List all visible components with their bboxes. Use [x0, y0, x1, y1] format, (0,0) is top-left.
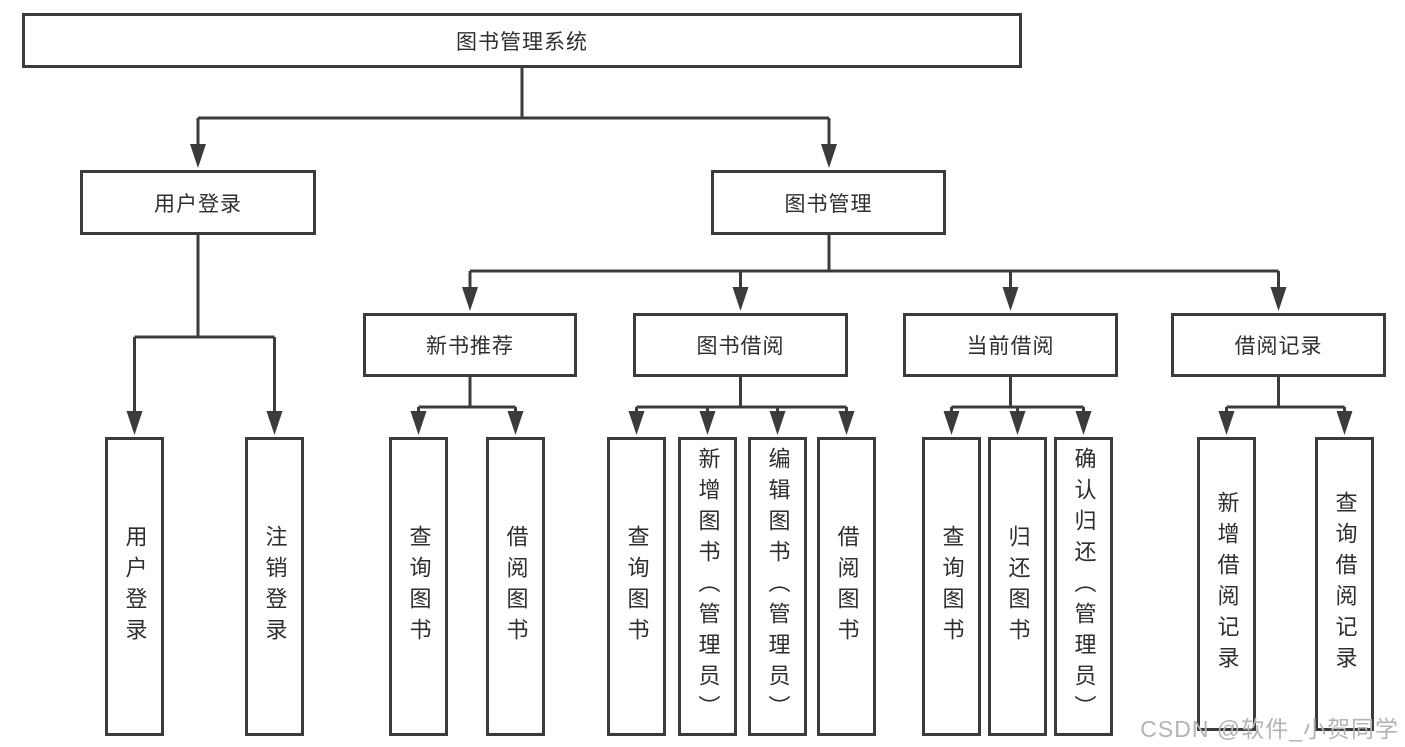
leaf-query-borrow-record: 查询借阅记录 [1315, 437, 1374, 731]
connector-book-management-to-level3 [468, 235, 1280, 294]
leaf-borrow-books-recommend: 借阅图书 [486, 437, 545, 736]
node-library-management-system: 图书管理系统 [22, 13, 1022, 68]
connector-root-to-level2 [196, 68, 831, 150]
leaf-confirm-return-admin: 确认归还（管理员） [1054, 437, 1113, 736]
leaf-user-login: 用户登录 [105, 437, 164, 736]
node-user-login: 用户登录 [80, 170, 316, 235]
leaf-edit-book-admin: 编辑图书（管理员） [748, 437, 807, 736]
node-book-borrow: 图书借阅 [633, 313, 848, 377]
watermark: CSDN @软件_小贺同学 [1140, 716, 1399, 742]
leaf-borrow-books: 借阅图书 [817, 437, 876, 736]
node-book-management: 图书管理 [711, 170, 946, 235]
leaf-query-books-recommend: 查询图书 [389, 437, 448, 736]
connector-book-borrow-to-leaves [635, 377, 848, 418]
connector-borrow-records-to-leaves [1225, 377, 1346, 418]
leaf-query-books-borrow: 查询图书 [607, 437, 666, 736]
arrowheads [126, 144, 1353, 435]
leaf-query-books-current: 查询图书 [922, 437, 981, 736]
leaf-add-book-admin: 新增图书（管理员） [678, 437, 737, 736]
node-borrow-records: 借阅记录 [1171, 313, 1386, 377]
leaf-add-borrow-record: 新增借阅记录 [1197, 437, 1256, 731]
node-new-book-recommend: 新书推荐 [363, 313, 577, 377]
connector-new-book-recommend-to-leaves [417, 377, 517, 418]
leaf-logout: 注销登录 [245, 437, 304, 736]
node-current-borrow: 当前借阅 [903, 313, 1118, 377]
connector-user-login-to-leaves [133, 235, 276, 418]
leaf-return-book: 归还图书 [988, 437, 1047, 736]
